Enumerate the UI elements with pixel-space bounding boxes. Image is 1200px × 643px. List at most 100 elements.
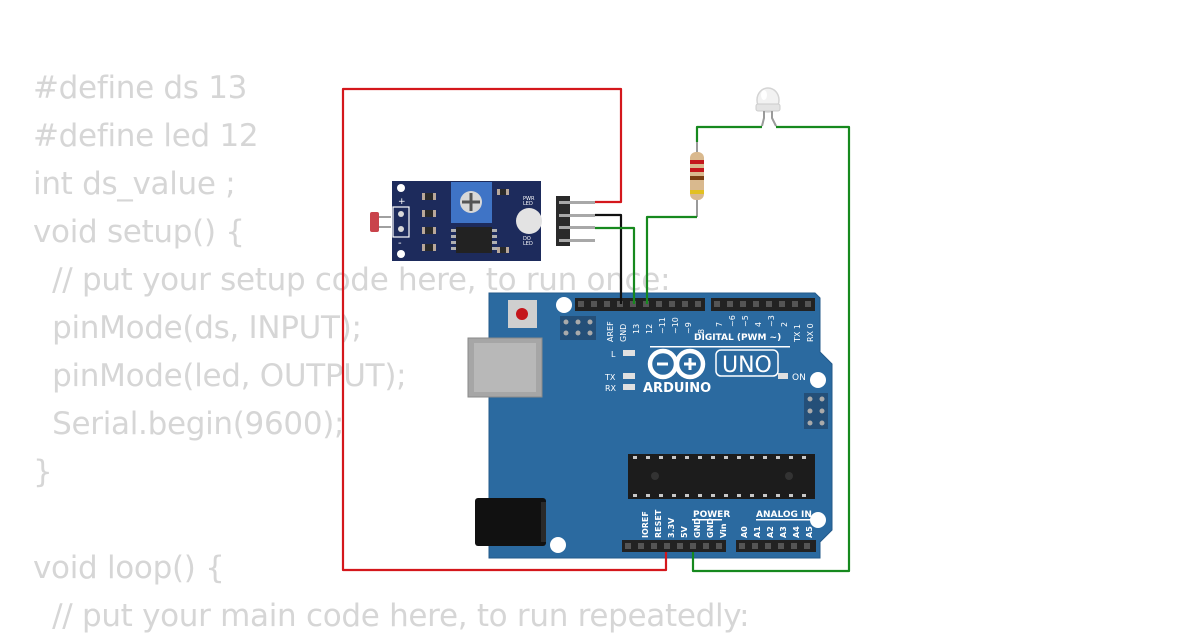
pin-label-tx1: TX 1 bbox=[793, 324, 802, 343]
header-hole bbox=[591, 301, 597, 307]
led-cathode-leg bbox=[771, 111, 777, 127]
header-hole bbox=[638, 543, 644, 549]
tx-led bbox=[623, 373, 635, 379]
chip-pin bbox=[763, 456, 767, 459]
pin-label-reset: RESET bbox=[654, 509, 663, 538]
wires bbox=[341, 87, 851, 573]
chip-pin bbox=[776, 456, 780, 459]
sensor-mount-hole bbox=[397, 184, 405, 192]
chip-pin bbox=[776, 494, 780, 497]
sensor-indicator-led bbox=[516, 208, 542, 234]
wire-vcc-5v[interactable] bbox=[341, 87, 668, 572]
do-led-label-2: LED bbox=[523, 241, 533, 247]
pin-label-11: ~11 bbox=[658, 317, 667, 334]
digital-header-right[interactable] bbox=[711, 298, 815, 311]
ldr-footprint bbox=[392, 206, 410, 238]
dc-power-jack[interactable] bbox=[475, 498, 546, 546]
code-line: } bbox=[33, 454, 53, 490]
arduino-uno-board[interactable]: AREF GND 13 12 ~11 ~10 ~9 8 7 ~6 ~5 4 ~3… bbox=[467, 292, 833, 559]
pin-label-a2: A2 bbox=[766, 526, 775, 538]
power-header[interactable] bbox=[622, 540, 726, 552]
photoresistor-leg bbox=[379, 216, 391, 218]
pin-label-gnd: GND bbox=[619, 324, 628, 342]
chip-pin bbox=[646, 456, 650, 459]
pin-label-6: ~6 bbox=[728, 315, 737, 327]
sensor-pins[interactable] bbox=[559, 201, 595, 242]
header-hole bbox=[656, 301, 662, 307]
chip-pin bbox=[633, 456, 637, 459]
code-line: // put your setup code here, to run once… bbox=[33, 262, 671, 298]
circuit-diagram: + - PWR LED DO LED VCC GND DO AO bbox=[341, 87, 851, 573]
chip-pin bbox=[724, 494, 728, 497]
wire-resistor-led[interactable] bbox=[695, 125, 762, 142]
chip-pin bbox=[685, 456, 689, 459]
header-hole bbox=[677, 543, 683, 549]
header-hole bbox=[739, 543, 745, 549]
icsp-header-top bbox=[560, 316, 596, 340]
header-hole bbox=[625, 543, 631, 549]
pwr-led-label-1: PWR bbox=[523, 196, 535, 202]
chip-pin bbox=[750, 456, 754, 459]
chip-pin bbox=[659, 456, 663, 459]
pin-label-12: 12 bbox=[645, 324, 654, 334]
power-section-label: POWER bbox=[693, 510, 730, 520]
chip-pin bbox=[789, 494, 793, 497]
tx-led-label: TX bbox=[604, 373, 616, 382]
rx-led bbox=[623, 384, 635, 390]
uno-model-label: UNO bbox=[722, 353, 772, 378]
arduino-brand-label: ARDUINO bbox=[643, 381, 711, 396]
resistor[interactable] bbox=[690, 142, 704, 217]
chip-pin bbox=[672, 494, 676, 497]
comparator-chip bbox=[456, 227, 492, 253]
pin-label-3v3: 3.3V bbox=[667, 517, 676, 538]
chip-pin bbox=[698, 494, 702, 497]
pin-label-2: 2 bbox=[780, 322, 789, 327]
icsp-header-right bbox=[804, 393, 828, 429]
chip-pin bbox=[672, 456, 676, 459]
code-line: void setup() { bbox=[33, 214, 245, 250]
chip-pin bbox=[737, 456, 741, 459]
wire-led-gnd[interactable] bbox=[691, 125, 851, 573]
power-pin-labels: IOREF RESET 3.3V 5V GND GND Vin bbox=[641, 509, 728, 538]
mount-hole bbox=[810, 372, 826, 388]
ldr-pad bbox=[398, 211, 404, 217]
sensor-mount-hole bbox=[397, 250, 405, 258]
wire-do-pin13[interactable] bbox=[595, 226, 636, 304]
sensor-plus-label: + bbox=[398, 197, 406, 207]
header-hole bbox=[791, 543, 797, 549]
external-led[interactable] bbox=[755, 87, 781, 127]
pin-label-5v: 5V bbox=[680, 525, 689, 538]
chip-pin bbox=[737, 494, 741, 497]
pin-label-a0: A0 bbox=[740, 526, 749, 538]
pin-label-5: ~5 bbox=[741, 315, 750, 327]
smd-resistors bbox=[422, 189, 509, 253]
header-hole bbox=[695, 301, 701, 307]
chip-pin bbox=[724, 456, 728, 459]
code-line: #define led 12 bbox=[33, 118, 259, 154]
pin-label-a1: A1 bbox=[753, 526, 762, 538]
pin-label-gnd-1: GND bbox=[693, 518, 702, 538]
chip-pin bbox=[763, 494, 767, 497]
chip-pin bbox=[789, 456, 793, 459]
wire-pin12-resistor[interactable] bbox=[645, 215, 697, 304]
l-led-label: L bbox=[611, 350, 616, 359]
wire-gnd[interactable] bbox=[595, 213, 623, 304]
header-hole bbox=[740, 301, 746, 307]
header-hole bbox=[804, 543, 810, 549]
analog-section-label: ANALOG IN bbox=[756, 510, 812, 520]
pwr-led-label-2: LED bbox=[523, 201, 533, 207]
rx-led-label: RX bbox=[605, 384, 617, 393]
pin-label-4: 4 bbox=[754, 322, 763, 327]
arduino-infinity-logo bbox=[647, 348, 706, 380]
digital-pin-labels: AREF GND 13 12 ~11 ~10 ~9 8 7 ~6 ~5 4 ~3… bbox=[606, 315, 815, 343]
pin-label-rx0: RX 0 bbox=[806, 323, 815, 342]
ldr-pad bbox=[398, 226, 404, 232]
on-led bbox=[778, 373, 788, 379]
chip-pin bbox=[659, 494, 663, 497]
header-hole bbox=[766, 301, 772, 307]
chip-pin bbox=[802, 494, 806, 497]
light-sensor-module[interactable]: + - PWR LED DO LED VCC GND DO AO bbox=[370, 181, 595, 261]
header-hole bbox=[578, 301, 584, 307]
code-line: Serial.begin(9600); bbox=[33, 406, 345, 442]
